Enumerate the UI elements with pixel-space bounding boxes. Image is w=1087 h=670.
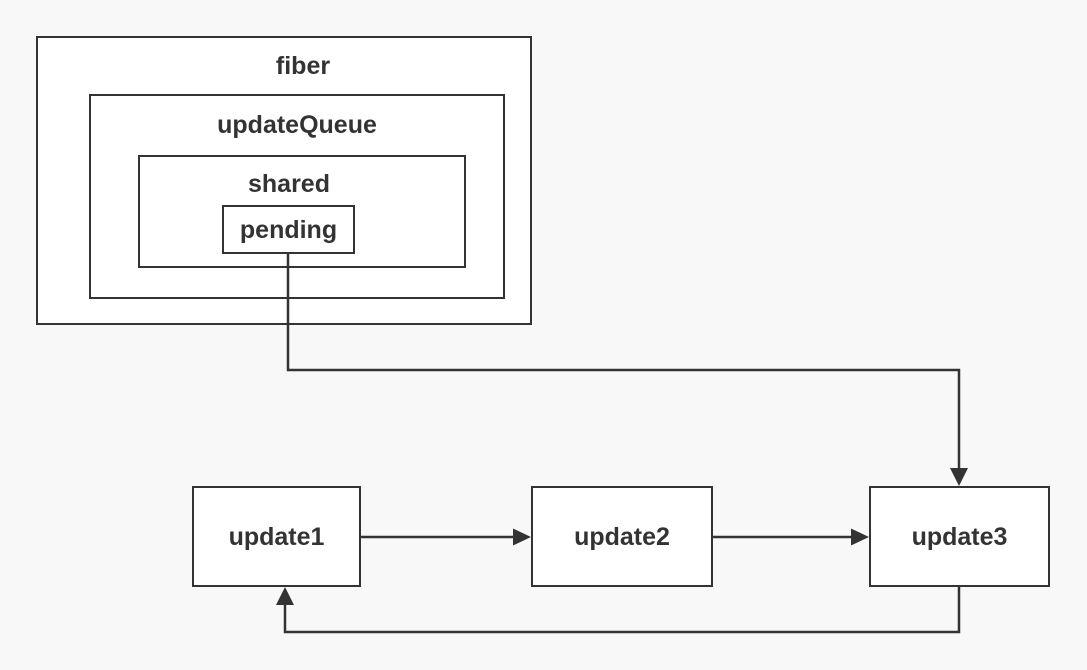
connector-update2-to-update3 xyxy=(713,528,869,546)
pending-label: pending xyxy=(239,215,338,244)
shared-label: shared xyxy=(248,170,330,198)
arrow-down-icon xyxy=(950,468,968,486)
fiber-label: fiber xyxy=(275,52,331,80)
arrow-up-icon xyxy=(276,587,294,605)
connector-update1-to-update2 xyxy=(361,528,531,546)
node-update3-label: update3 xyxy=(911,522,1008,551)
connector-update3-to-update1 xyxy=(276,587,961,634)
node-update2-label: update2 xyxy=(574,522,670,551)
update-queue-label: updateQueue xyxy=(217,111,377,139)
shared-box: shared pending xyxy=(138,155,466,268)
node-update3: update3 xyxy=(869,486,1050,587)
connector-line xyxy=(283,587,961,634)
pending-box: pending xyxy=(222,205,355,254)
arrow-right-icon xyxy=(513,528,531,546)
fiber-box: fiber updateQueue shared pending xyxy=(36,36,532,325)
update-queue-box: updateQueue shared pending xyxy=(89,94,505,299)
node-update1: update1 xyxy=(192,486,361,587)
node-update2: update2 xyxy=(531,486,713,587)
node-update1-label: update1 xyxy=(228,522,325,551)
arrow-right-icon xyxy=(851,528,869,546)
